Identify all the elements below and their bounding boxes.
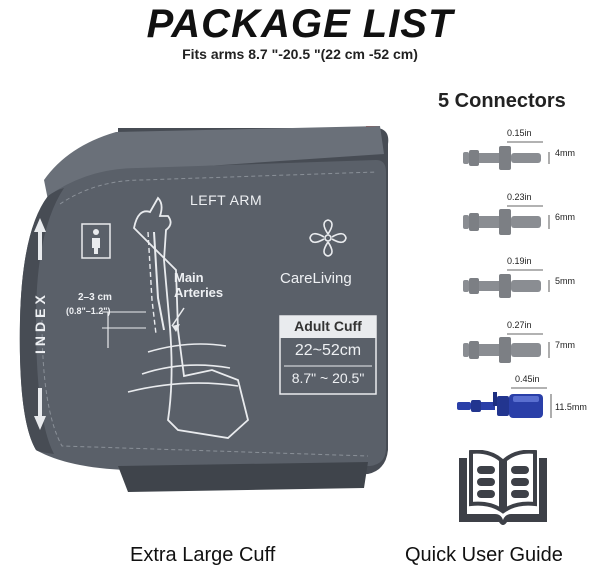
connector-3: 0.19in 5mm — [455, 256, 590, 306]
page-subtitle: Fits arms 8.7 "-20.5 "(22 cm -52 cm) — [182, 46, 418, 62]
connector-3-shape — [463, 269, 550, 298]
connector-5-width: 0.45in — [515, 374, 540, 384]
connector-2-shape — [463, 205, 550, 235]
brand-label: CareLiving — [280, 270, 352, 287]
cuff-caption: Extra Large Cuff — [130, 544, 276, 566]
connector-4-shape — [463, 333, 550, 363]
connector-1: 0.15in 4mm — [455, 128, 590, 178]
connector-4-width: 0.27in — [507, 320, 532, 330]
adult-cuff-label: Adult Cuff — [294, 318, 362, 334]
connector-4-height: 7mm — [555, 340, 575, 350]
range-cm-label: 2–3 cm — [78, 292, 112, 303]
connector-3-width: 0.19in — [507, 256, 532, 266]
main-label: Main — [174, 270, 204, 285]
connector-5: 0.45in 11.5mm — [455, 374, 590, 434]
cuff-image: LEFT ARM Main Arteries 2–3 cm (0.8"–1.2"… — [8, 120, 400, 500]
connector-1-width: 0.15in — [507, 128, 532, 138]
connector-5-shape — [457, 387, 552, 418]
guide-caption: Quick User Guide — [405, 544, 563, 566]
connector-5-height: 11.5mm — [555, 402, 587, 412]
arteries-label: Arteries — [174, 285, 224, 300]
connector-3-height: 5mm — [555, 276, 575, 286]
connector-1-shape — [463, 141, 550, 170]
cuff-drawing — [19, 126, 389, 492]
connector-1-height: 4mm — [555, 148, 575, 158]
connectors-heading: 5 Connectors — [438, 90, 566, 112]
main-arteries-label: Main Arteries — [174, 270, 223, 300]
connector-4: 0.27in 7mm — [455, 320, 590, 370]
book-icon — [455, 449, 551, 530]
page-title: PACKAGE LIST — [146, 2, 454, 46]
left-arm-label: LEFT ARM — [190, 192, 263, 208]
connector-2-height: 6mm — [555, 212, 575, 222]
index-label: INDEX — [32, 291, 48, 354]
connector-2: 0.23in 6mm — [455, 192, 590, 242]
connector-2-width: 0.23in — [507, 192, 532, 202]
range-in-label: (0.8"–1.2") — [66, 306, 111, 316]
size-in-label: 8.7" ~ 20.5" — [291, 370, 365, 386]
size-cm-label: 22~52cm — [294, 342, 362, 359]
